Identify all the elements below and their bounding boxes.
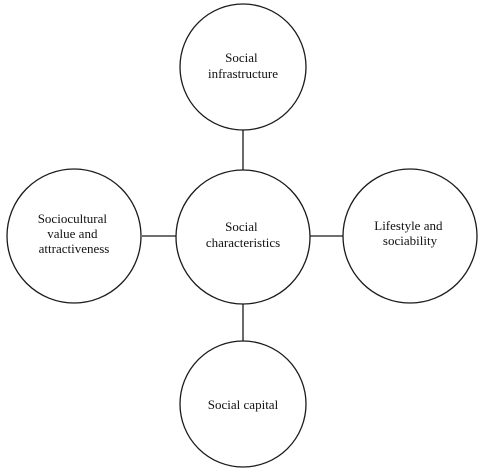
svg-text:Lifestyle and sociabil: Lifestyle and sociability xyxy=(374,218,445,248)
node-social-infrastructure-line-1: Social xyxy=(225,50,258,65)
node-lifestyle-sociability-line-2: sociability xyxy=(383,233,438,248)
node-sociocultural-value-line-3: attractiveness xyxy=(39,241,110,256)
node-sociocultural-value: Sociocultural value and attractiveness xyxy=(6,168,142,304)
node-lifestyle-sociability: Lifestyle and sociability xyxy=(342,168,478,304)
node-lifestyle-sociability-line-1: Lifestyle and xyxy=(374,218,443,233)
node-social-capital-line-1: Social capital xyxy=(208,397,279,412)
node-sociocultural-value-line-1: Sociocultural xyxy=(38,211,108,226)
node-social-infrastructure: Social infrastructure xyxy=(179,3,307,131)
svg-text:Social infrastructure: Social infrastructure xyxy=(208,50,278,81)
svg-text:Social characteristics: Social characteristics xyxy=(206,219,280,250)
svg-text:Sociocultural value an: Sociocultural value and attractiveness xyxy=(38,211,111,256)
node-social-characteristics-line-1: Social xyxy=(225,219,258,234)
node-social-characteristics: Social characteristics xyxy=(175,169,311,305)
node-sociocultural-value-line-2: value and xyxy=(47,226,98,241)
node-social-infrastructure-line-2: infrastructure xyxy=(208,66,278,81)
node-social-capital: Social capital xyxy=(179,340,307,468)
node-social-characteristics-line-2: characteristics xyxy=(206,235,280,250)
svg-text:Social capital: Social capital xyxy=(208,397,279,412)
